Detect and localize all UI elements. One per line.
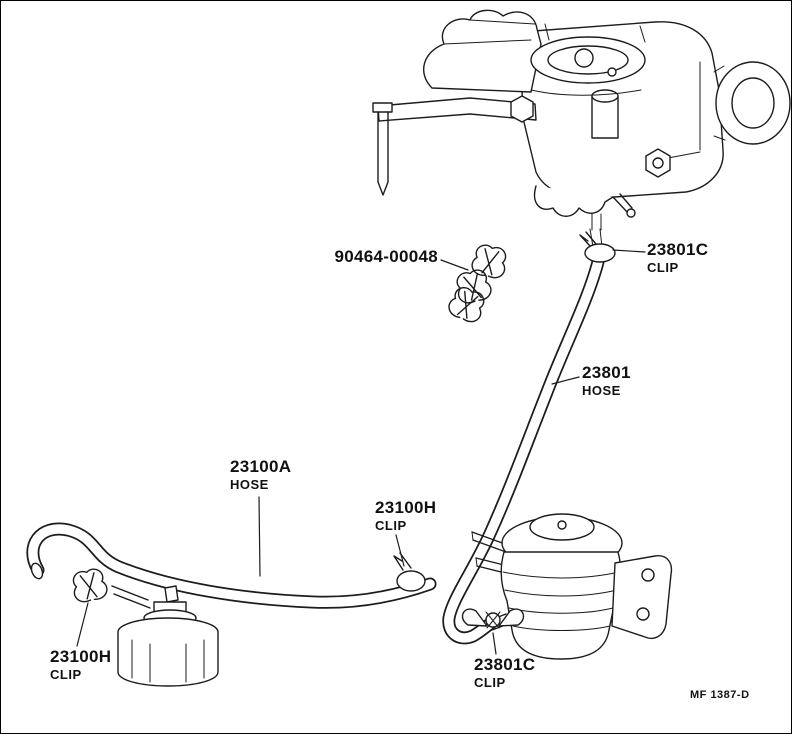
part-number: 23100H <box>50 647 112 666</box>
clip-23801c-bottom <box>461 608 525 629</box>
part-number: 23801C <box>647 240 709 259</box>
part-number: 23100H <box>375 498 437 517</box>
callout-23801c-bottom: 23801C CLIP <box>474 656 535 689</box>
part-type-label: HOSE <box>230 476 269 492</box>
part-number: 23801 <box>582 363 631 382</box>
spring-clip-set <box>445 242 510 326</box>
callout-23100h-middle: 23100H CLIP <box>375 499 436 532</box>
clip-23100h-left <box>69 566 110 605</box>
callout-leader-lines <box>76 249 646 655</box>
fuel-hose-23100a <box>26 522 437 609</box>
part-number: 23100A <box>230 457 292 476</box>
callout-23801c-top: 23801C CLIP <box>647 241 708 274</box>
callout-90464-00048: 90464-00048 <box>322 248 438 266</box>
part-type-label: CLIP <box>50 666 82 682</box>
clip-23100h-middle <box>393 552 426 592</box>
carburetor-assembly <box>372 9 791 231</box>
part-type-label: CLIP <box>474 674 506 690</box>
part-number: 23801C <box>474 655 536 674</box>
callout-23100a: 23100A HOSE <box>230 458 291 491</box>
part-type-label: CLIP <box>375 517 407 533</box>
callout-23100h-left: 23100H CLIP <box>50 648 111 681</box>
diagram-reference-code: MF 1387-D <box>690 689 750 701</box>
clip-23801c-top <box>579 231 616 263</box>
part-number: 90464-00048 <box>334 247 438 266</box>
fuel-pump <box>471 513 673 660</box>
part-type-label: HOSE <box>582 382 621 398</box>
fuel-filter <box>111 585 219 687</box>
callout-23801: 23801 HOSE <box>582 364 631 397</box>
part-type-label: CLIP <box>647 259 679 275</box>
